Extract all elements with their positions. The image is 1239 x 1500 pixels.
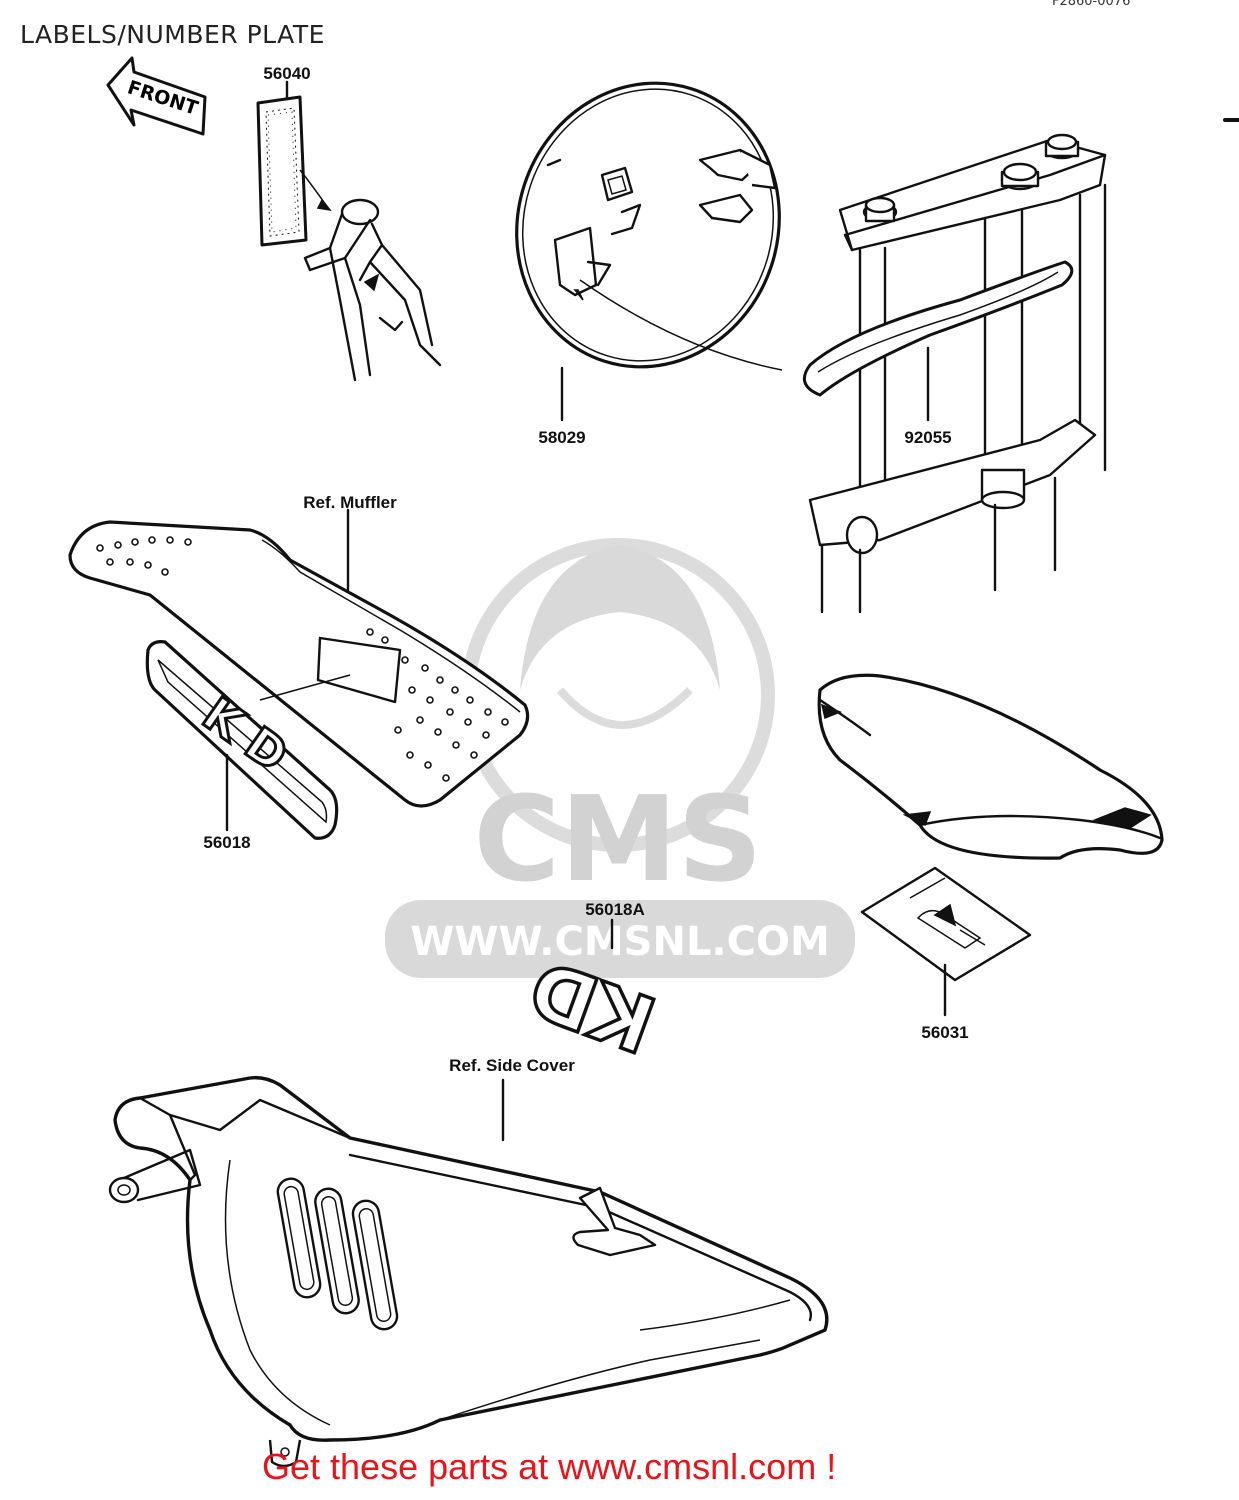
frame-tube-drawing — [299, 169, 442, 382]
footer-parts-link[interactable]: Get these parts at www.cmsnl.com ! — [262, 1446, 837, 1487]
label-92055: 92055 — [904, 428, 951, 447]
label-ref-muffler: Ref. Muffler — [303, 493, 397, 512]
seat-drawing — [817, 673, 1164, 860]
part-56031-caution-label — [860, 866, 1032, 982]
watermark-url: WWW.CMSNL.COM — [410, 919, 830, 965]
page-title: LABELS/NUMBER PLATE — [20, 20, 325, 49]
muffler-cover-drawing — [68, 520, 530, 808]
part-92055-strap — [802, 260, 1074, 397]
label-56040: 56040 — [263, 64, 310, 83]
label-ref-side-cover: Ref. Side Cover — [449, 1056, 575, 1075]
part-58029-number-plate — [515, 81, 783, 371]
part-56040-label-sticker — [256, 95, 308, 247]
side-cover-drawing — [108, 1075, 829, 1468]
label-56018a: 56018A — [585, 900, 645, 919]
label-56031: 56031 — [921, 1023, 968, 1042]
front-arrow-label: FRONT — [106, 56, 207, 136]
label-56018: 56018 — [203, 833, 250, 852]
cms-watermark: CMS WWW.CMSNL.COM — [385, 538, 855, 978]
figure-reference-code: F2860-0076 — [1052, 0, 1131, 9]
watermark-brand: CMS — [473, 770, 762, 908]
label-58029: 58029 — [538, 428, 585, 447]
front-fork-drawing — [808, 118, 1239, 614]
